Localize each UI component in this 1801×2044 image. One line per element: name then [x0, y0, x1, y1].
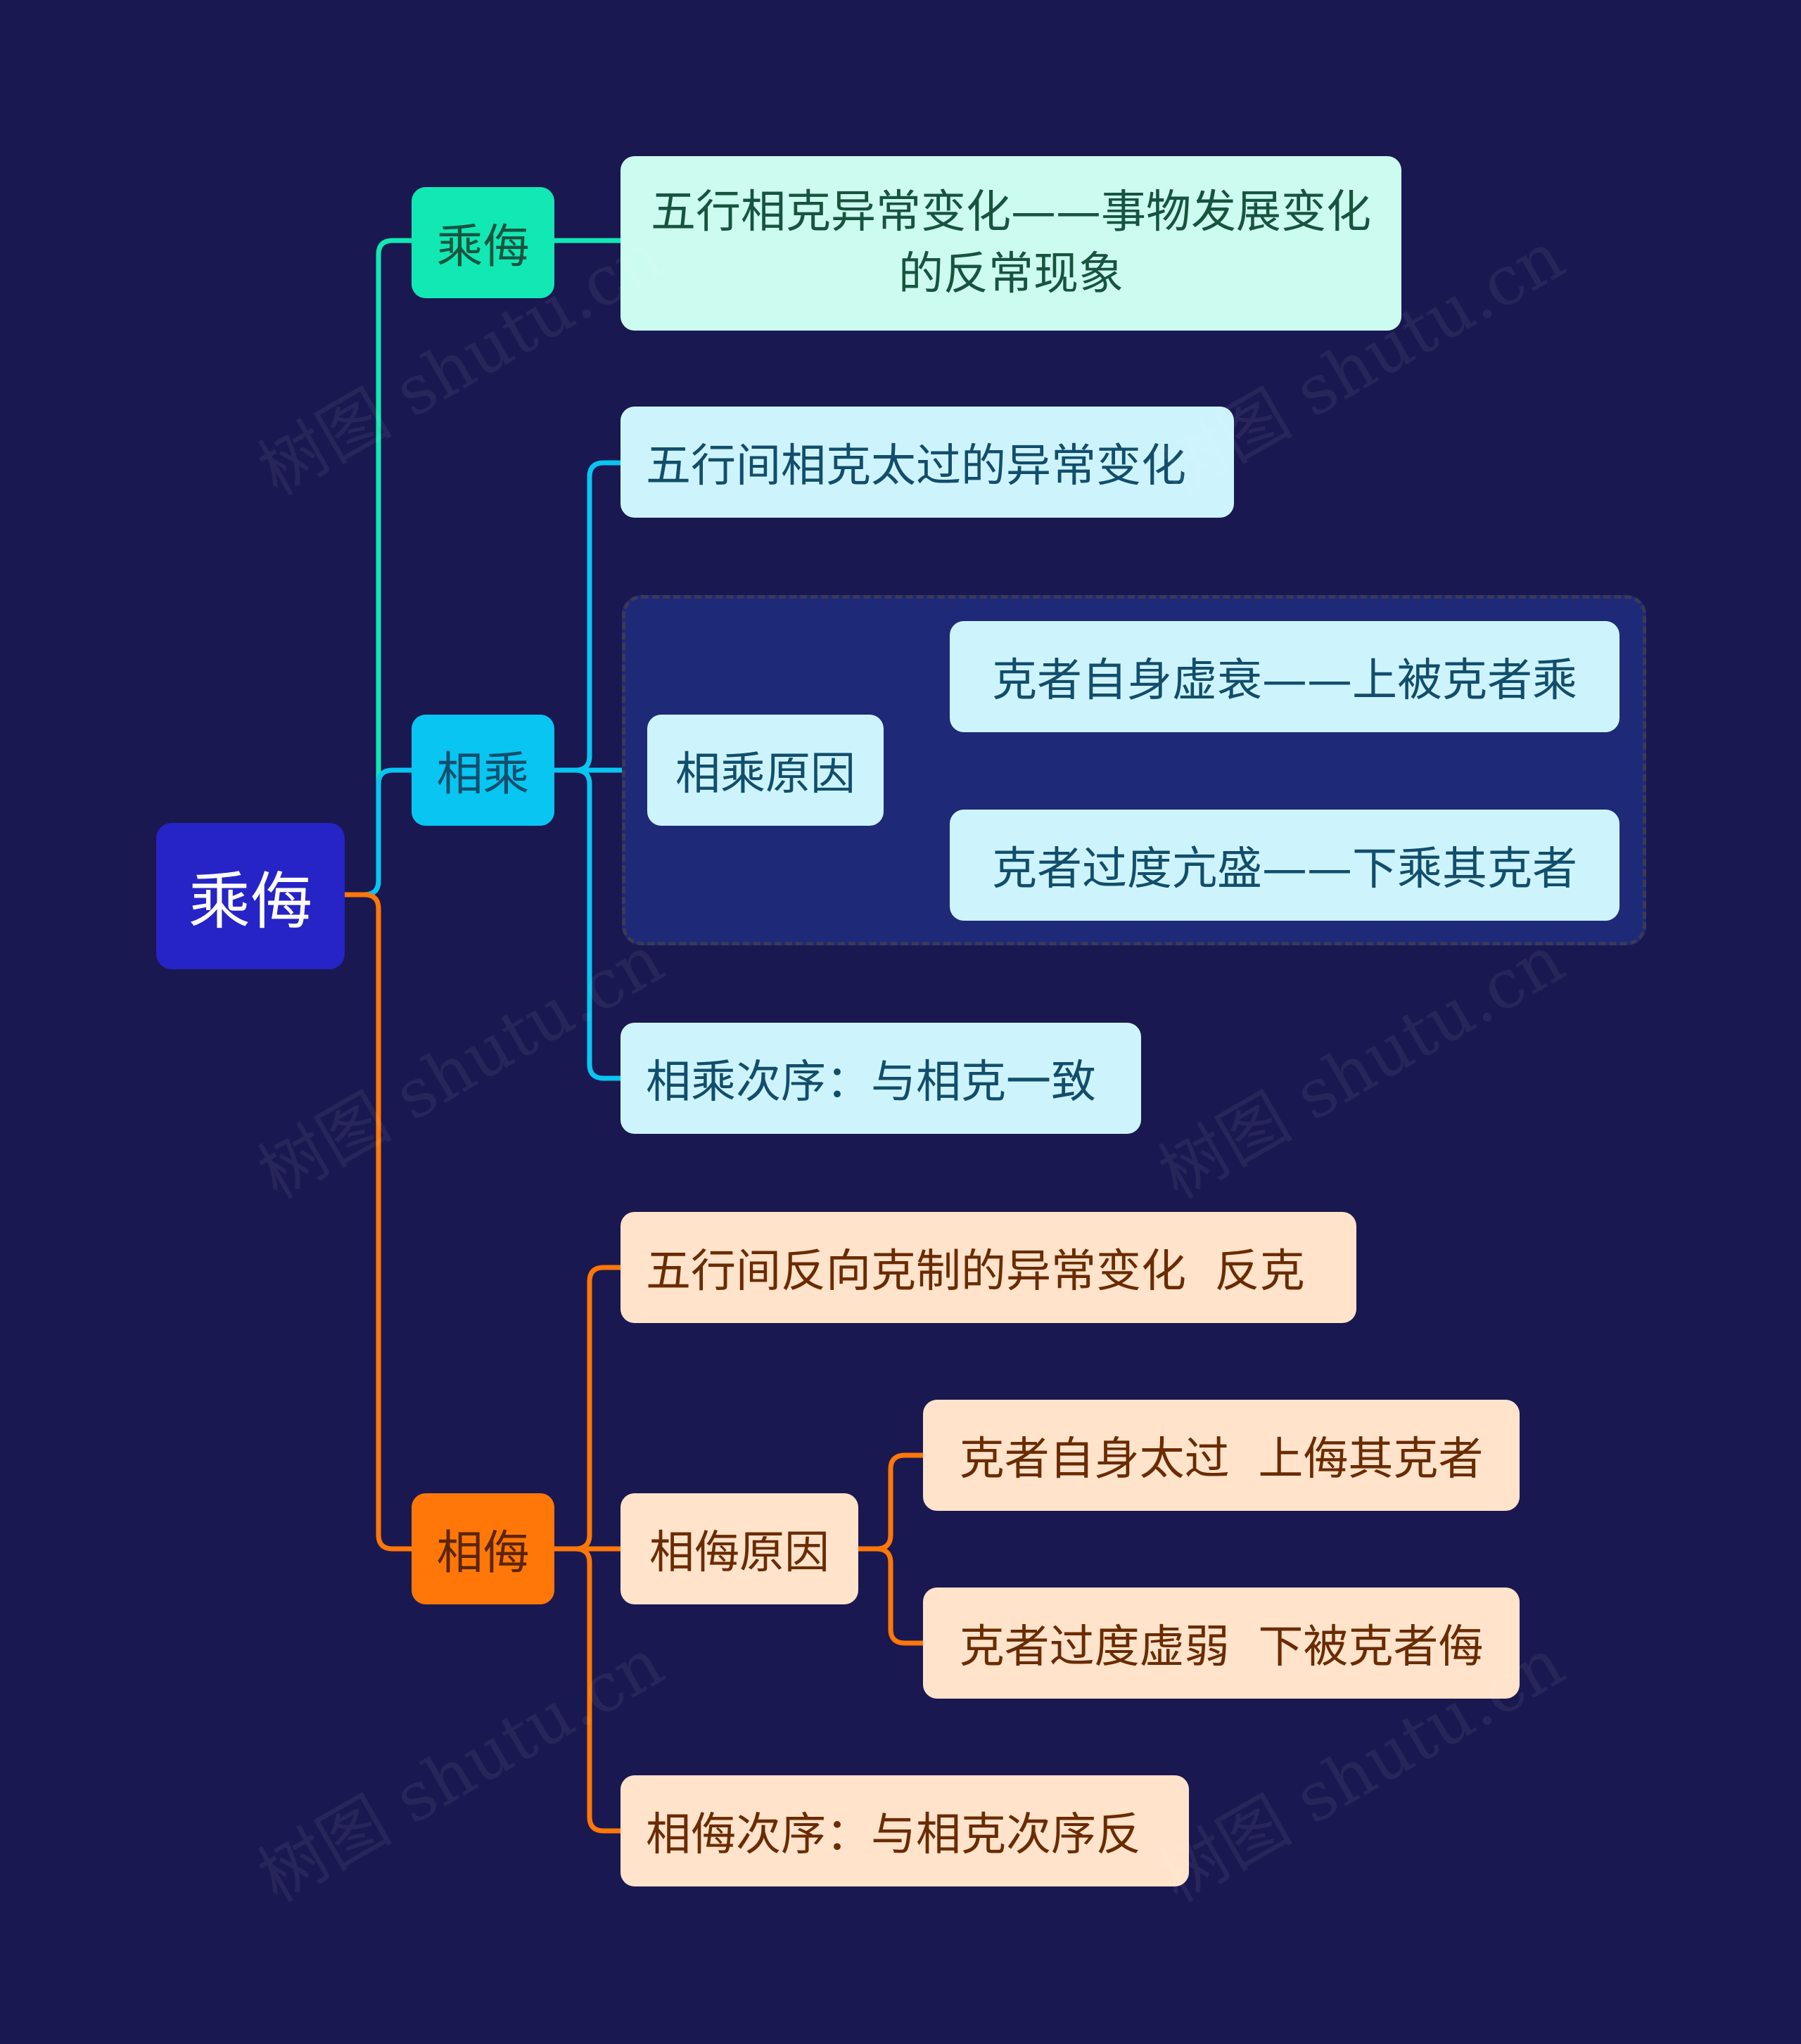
xiangcheng-order[interactable]: 相乘次序：与相克一致	[621, 1023, 1141, 1134]
branch-xiangcheng-label: 相乘	[436, 747, 530, 801]
xiangcheng-cause-item-2[interactable]: 克者过度亢盛——下乘其克者	[950, 810, 1619, 921]
root-node[interactable]: 乘侮	[156, 823, 345, 969]
branch-xiangwu[interactable]: 相侮	[412, 1493, 554, 1604]
xiangcheng-cause[interactable]: 相乘原因	[647, 715, 884, 826]
xiangwu-order[interactable]: 相侮次序：与相克次序反	[621, 1775, 1189, 1886]
xiangcheng-cause-item-1[interactable]: 克者自身虚衰——上被克者乘	[950, 621, 1619, 732]
branch-chengwu[interactable]: 乘侮	[412, 187, 554, 298]
xiangwu-cause-label: 相侮原因	[649, 1527, 829, 1579]
connector-xiangwu-order	[554, 1546, 621, 1834]
connector-xiangcheng-order	[554, 767, 621, 1081]
connector-root-xiangcheng	[345, 767, 412, 898]
xiangcheng-cause-item-1-text: 克者自身虚衰——上被克者乘	[992, 655, 1577, 707]
chengwu-description-text: 五行相克异常变化——事物发展变化的反常现象	[651, 186, 1371, 300]
xiangwu-definition-text: 五行间反向克制的异常变化 反克	[646, 1246, 1305, 1298]
xiangwu-definition[interactable]: 五行间反向克制的异常变化 反克	[621, 1212, 1356, 1323]
xiangwu-cause-item-2[interactable]: 克者过度虚弱 下被克者侮	[923, 1588, 1520, 1699]
xiangcheng-cause-label: 相乘原因	[675, 748, 855, 800]
branch-xiangwu-label: 相侮	[436, 1526, 530, 1580]
connector-root-xiangwu	[345, 892, 412, 1552]
connector-xiangwu-def	[554, 1265, 621, 1552]
xiangcheng-definition[interactable]: 五行间相克太过的异常变化	[621, 407, 1234, 518]
xiangwu-cause[interactable]: 相侮原因	[621, 1493, 858, 1604]
branch-chengwu-label: 乘侮	[436, 219, 530, 274]
xiangwu-order-text: 相侮次序：与相克次序反	[646, 1809, 1141, 1861]
xiangcheng-cause-item-2-text: 克者过度亢盛——下乘其克者	[992, 843, 1577, 895]
connector-xiangcheng-def	[554, 460, 621, 773]
xiangwu-cause-item-1-text: 克者自身太过 上侮其克者	[959, 1433, 1484, 1486]
chengwu-description[interactable]: 五行相克异常变化——事物发展变化的反常现象	[621, 156, 1401, 331]
connector-wcause-1	[858, 1452, 923, 1552]
xiangcheng-order-text: 相乘次序：与相克一致	[646, 1056, 1096, 1109]
connector-wcause-2	[858, 1546, 923, 1646]
xiangwu-cause-item-2-text: 克者过度虚弱 下被克者侮	[959, 1621, 1484, 1673]
root-label: 乘侮	[188, 864, 312, 938]
xiangcheng-definition-text: 五行间相克太过的异常变化	[646, 440, 1186, 492]
xiangwu-cause-item-1[interactable]: 克者自身太过 上侮其克者	[923, 1400, 1520, 1511]
branch-xiangcheng[interactable]: 相乘	[412, 715, 554, 826]
